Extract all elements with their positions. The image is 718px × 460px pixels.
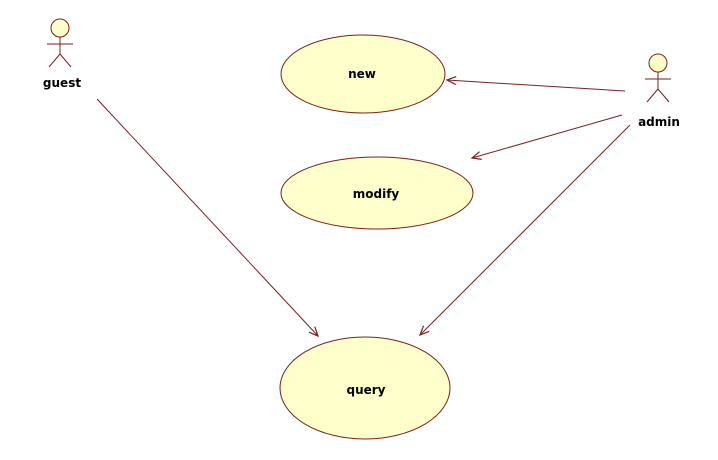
actor-admin-left-leg (646, 88, 659, 103)
actor-admin-label: admin (638, 115, 680, 129)
actor-guest-right-leg (59, 53, 72, 68)
use-case-query-label: query (346, 383, 385, 397)
use-case-query: query (279, 336, 451, 440)
actor-guest-head (50, 18, 70, 38)
actor-admin-head (648, 53, 668, 73)
actor-guest-label: guest (43, 76, 81, 90)
use-case-new: new (280, 34, 446, 114)
actor-admin-right-leg (657, 88, 670, 103)
edge-guest-query (96, 98, 320, 338)
actor-guest-left-leg (48, 53, 61, 68)
use-case-modify-ellipse (280, 156, 474, 230)
use-case-modify-label: modify (353, 187, 400, 201)
use-case-new-ellipse (280, 34, 446, 114)
actor-guest: guest (43, 18, 81, 90)
use-case-query-ellipse (279, 336, 451, 440)
edge-admin-query (418, 124, 631, 337)
edge-admin-modify (470, 114, 623, 160)
actor-admin: admin (638, 53, 680, 129)
use-case-modify: modify (280, 156, 474, 230)
edge-admin-new (445, 76, 626, 92)
use-case-new-label: new (348, 67, 376, 81)
